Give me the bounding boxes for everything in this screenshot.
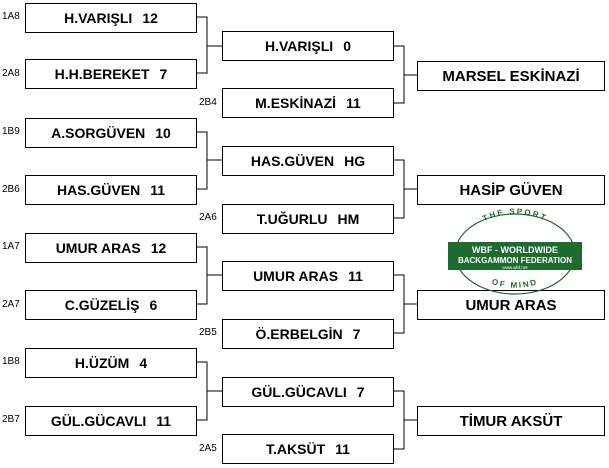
connector-r1-g2 [197, 131, 222, 190]
connector-r2-g4 [394, 390, 417, 450]
player-name: Ö.ERBELGİN [255, 326, 343, 342]
player-score: 11 [335, 441, 350, 457]
seed-label: 1A7 [2, 241, 20, 252]
player-name: UMUR ARAS [253, 268, 339, 284]
seed-label: 2A6 [199, 212, 217, 223]
connector-r1-g3 [197, 246, 222, 305]
round2-match-box: HAS.GÜVEN HG [222, 146, 394, 176]
connector-r1-g4 [197, 361, 222, 421]
wbf-logo: THE SPORT WBF - WORLDWIDE BACKGAMMON FED… [448, 208, 582, 295]
player-name: GÜL.GÜCAVLI [50, 413, 147, 429]
round2-match-box: H.VARIŞLI 0 [222, 31, 394, 61]
connector-r1-g1 [197, 16, 222, 74]
player-score: 11 [348, 268, 363, 284]
player-name: HAS.GÜVEN [56, 182, 141, 198]
player-score: 7 [352, 326, 361, 342]
winner-name: UMUR ARAS [465, 296, 557, 314]
winner-box: UMUR ARAS [417, 290, 605, 320]
round1-match-box: H.ÜZÜM 4 [25, 348, 197, 378]
round1-match-box: HAS.GÜVEN 11 [25, 175, 197, 205]
winner-name: MARSEL ESKİNAZİ [442, 67, 580, 85]
player-score: HM [337, 211, 360, 227]
round1-match-box: H.H.BEREKET 7 [25, 59, 197, 89]
round1-match-box: UMUR ARAS 12 [25, 233, 197, 263]
player-score: 10 [155, 125, 171, 141]
player-score: 7 [356, 384, 365, 400]
round1-match-box: C.GÜZELİŞ 6 [25, 290, 197, 320]
player-name: UMUR ARAS [55, 240, 141, 256]
connector-r2-g2 [394, 159, 417, 219]
logo-banner [448, 242, 582, 270]
seed-label: 2B4 [199, 97, 217, 108]
player-name: H.VARIŞLI [265, 38, 334, 54]
logo-url: www.wbf.net [502, 265, 528, 270]
winner-name: TİMUR AKSÜT [459, 412, 563, 430]
player-name: T.AKSÜT [266, 441, 326, 457]
player-name: A.SORGÜVEN [51, 125, 146, 141]
connector-r2-g1 [394, 45, 417, 104]
seed-label: 1A8 [2, 11, 20, 22]
player-score: 0 [343, 38, 351, 54]
winner-box: HASİP GÜVEN [417, 175, 605, 205]
seed-label: 1B8 [2, 356, 20, 367]
player-name: HAS.GÜVEN [250, 153, 335, 169]
player-score: 6 [149, 297, 158, 313]
seed-label: 2B5 [199, 327, 217, 338]
logo-top-text: THE SPORT [481, 208, 549, 223]
player-score: 7 [159, 66, 168, 82]
round2-match-box: GÜL.GÜCAVLI 7 [222, 377, 394, 407]
player-name: T.UĞURLU [256, 211, 328, 227]
round2-match-box: T.UĞURLU HM [222, 204, 394, 234]
player-score: HG [344, 153, 366, 169]
logo-line1: WBF - WORLDWIDE [472, 245, 558, 255]
round2-match-box: T.AKSÜT 11 [222, 434, 394, 464]
player-score: 11 [156, 413, 172, 429]
player-name: H.H.BEREKET [54, 66, 150, 82]
winner-box: TİMUR AKSÜT [417, 406, 605, 436]
player-name: C.GÜZELİŞ [64, 297, 140, 313]
logo-line2: BACKGAMMON FEDERATION [458, 256, 572, 265]
player-score: 12 [150, 240, 167, 256]
winner-name: HASİP GÜVEN [459, 181, 563, 199]
seed-label: 1B9 [2, 126, 20, 137]
winner-box: MARSEL ESKİNAZİ [417, 61, 605, 91]
round2-match-box: Ö.ERBELGİN 7 [222, 319, 394, 349]
connector-r2-g3 [394, 274, 417, 334]
seed-label: 2A8 [2, 68, 20, 79]
seed-label: 2A5 [199, 443, 217, 454]
player-score: 4 [139, 355, 148, 371]
player-name: GÜL.GÜCAVLI [251, 384, 347, 400]
round1-match-box: H.VARIŞLI 12 [25, 3, 197, 33]
player-score: 12 [142, 10, 158, 26]
seed-label: 2A7 [2, 299, 20, 310]
round2-match-box: M.ESKİNAZİ 11 [222, 88, 394, 118]
player-name: H.ÜZÜM [74, 355, 130, 371]
seed-label: 2B7 [2, 414, 20, 425]
player-score: 11 [150, 182, 166, 198]
round1-match-box: A.SORGÜVEN 10 [25, 118, 197, 148]
seed-label: 2B6 [2, 184, 20, 195]
player-name: M.ESKİNAZİ [255, 95, 337, 111]
round1-match-box: GÜL.GÜCAVLI 11 [25, 406, 197, 436]
round2-match-box: UMUR ARAS 11 [222, 261, 394, 291]
logo-bottom-text: OF MIND [491, 277, 539, 290]
player-name: H.VARIŞLI [64, 10, 133, 26]
player-score: 11 [346, 95, 361, 111]
